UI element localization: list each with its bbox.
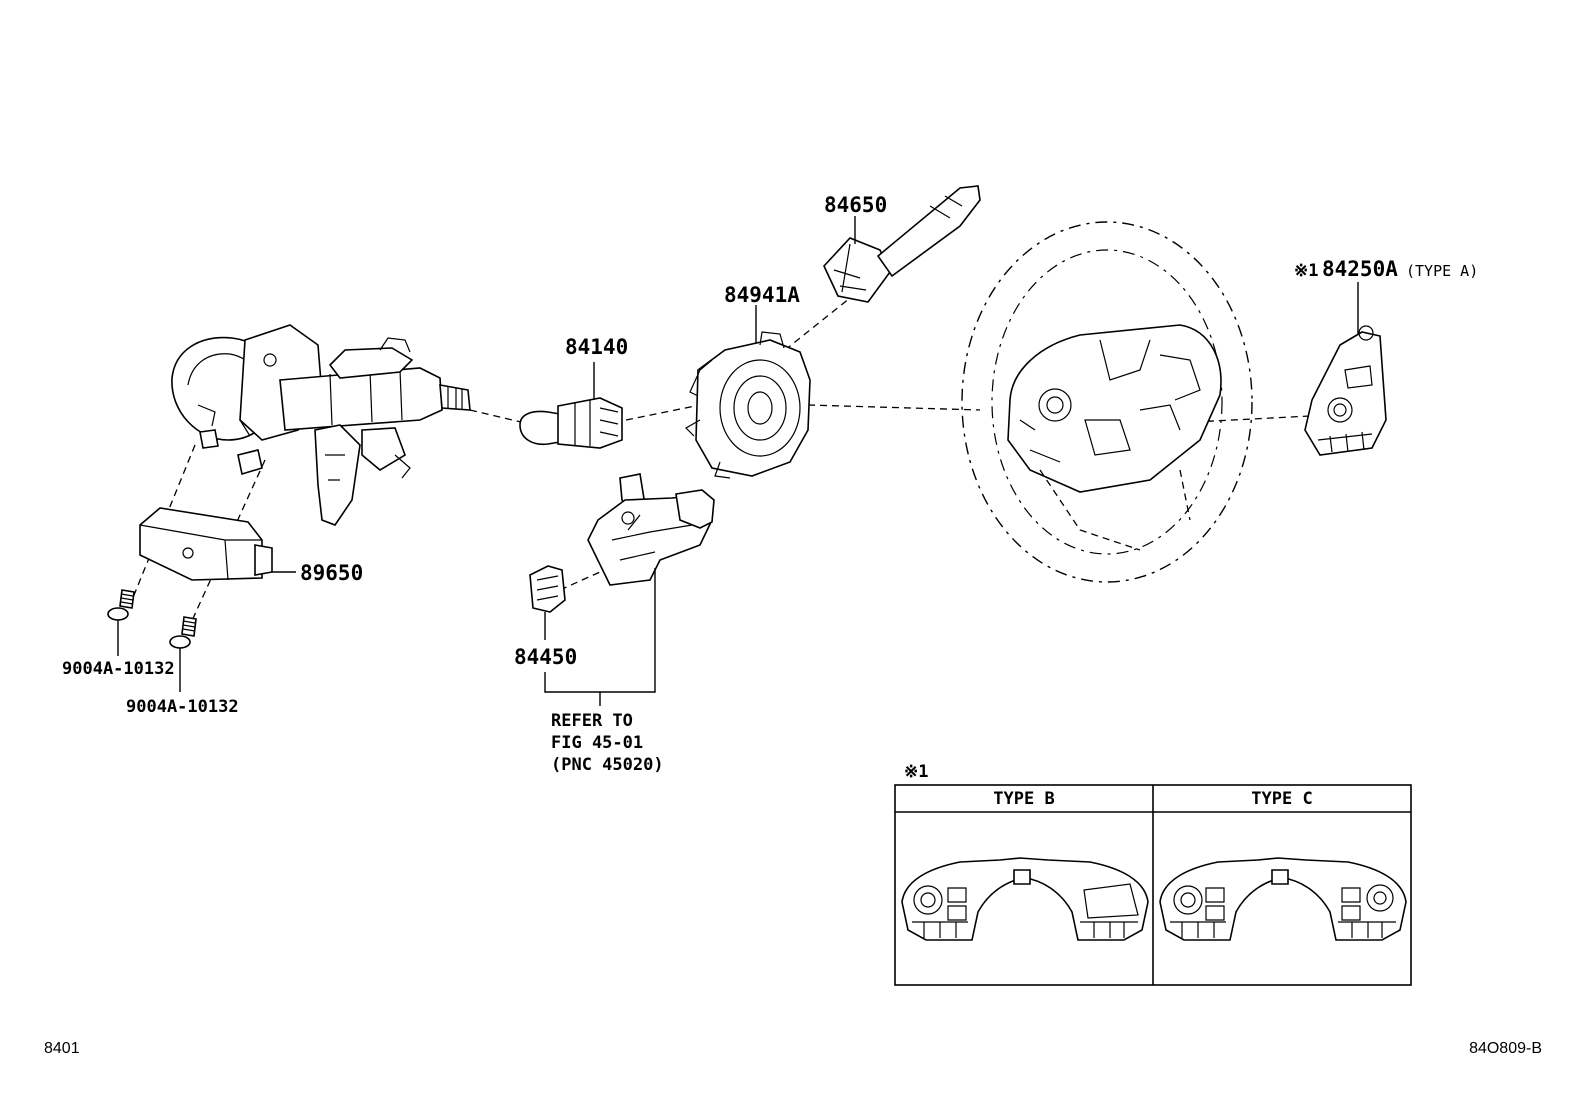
- footer-right-code: 84O809-B: [1469, 1040, 1542, 1057]
- note-line-1: REFER TO: [551, 711, 633, 731]
- variant-type-c-heading: TYPE C: [1251, 789, 1312, 809]
- type-b-switch-illustration: [901, 857, 1149, 941]
- control-module-89650: [139, 507, 296, 581]
- part-labels: 84650 84941A 84140 ※1 84250A (TYPE A) 89…: [62, 193, 1478, 717]
- light-switch-84140: [519, 362, 623, 449]
- type-c-switch-illustration: [1159, 857, 1407, 941]
- bolt-left: [107, 589, 135, 656]
- label-84250a: 84250A: [1322, 257, 1398, 281]
- ignition-switch-assembly: [529, 473, 715, 706]
- label-84250a-type: (TYPE A): [1406, 262, 1478, 280]
- steering-pad-switch-84250a: [1304, 282, 1387, 456]
- label-84941a: 84941A: [724, 283, 800, 307]
- note-line-3: (PNC 45020): [551, 755, 664, 775]
- bolt-right: [169, 616, 197, 692]
- spiral-cable-84941a: [685, 305, 811, 479]
- wiper-switch-84650: [823, 185, 981, 303]
- variant-table: ※1 TYPE B TYPE C: [894, 762, 1412, 986]
- label-84650: 84650: [824, 193, 887, 217]
- label-84140: 84140: [565, 335, 628, 359]
- reference-note: REFER TO FIG 45-01 (PNC 45020): [551, 711, 664, 775]
- note-line-2: FIG 45-01: [551, 733, 643, 753]
- label-84250a-mark: ※1: [1294, 261, 1318, 281]
- variant-type-b-heading: TYPE B: [993, 789, 1054, 809]
- steering-column-assembly: [171, 324, 471, 526]
- label-9004a-right: 9004A-10132: [126, 697, 239, 717]
- footer-left-code: 8401: [44, 1040, 80, 1057]
- label-9004a-left: 9004A-10132: [62, 659, 175, 679]
- steering-wheel: [961, 221, 1253, 583]
- label-84450: 84450: [514, 645, 577, 669]
- variant-mark: ※1: [904, 762, 928, 782]
- label-89650: 89650: [300, 561, 363, 585]
